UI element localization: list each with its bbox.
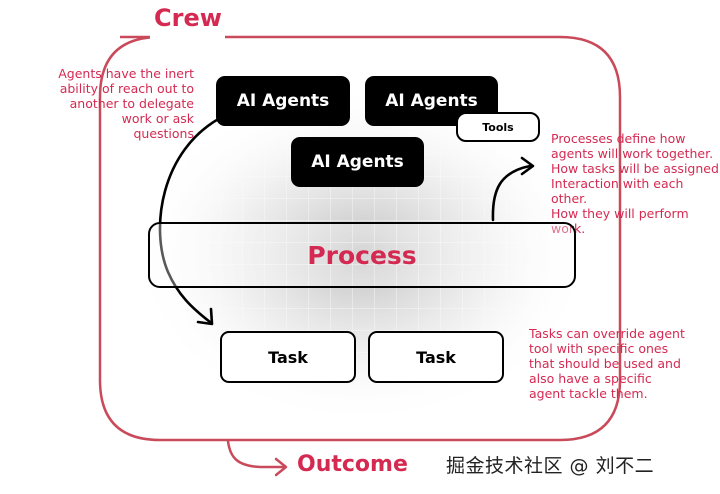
outcome-arrow	[226, 439, 286, 469]
crew-title: Crew	[154, 4, 222, 32]
outcome-arrowhead	[274, 457, 288, 477]
task-box-2: Task	[368, 331, 504, 383]
tasks-note: Tasks can override agent tool with speci…	[529, 326, 685, 401]
agents-note: Agents have the inert ability of reach o…	[58, 66, 194, 141]
tools-box: Tools	[456, 112, 540, 142]
outcome-label: Outcome	[297, 452, 408, 477]
ai-agent-box-3: AI Agents	[291, 137, 424, 187]
delegation-arrow	[158, 115, 224, 324]
task-box-1: Task	[220, 331, 356, 383]
delegation-arrowhead	[196, 307, 214, 326]
process-note: Processes define how agents will work to…	[551, 131, 720, 236]
process-box: Process	[148, 222, 576, 288]
process-note-arrowhead	[520, 156, 535, 176]
crew-container-outline	[98, 35, 622, 442]
watermark: 掘金技术社区 @ 刘不二	[446, 455, 655, 477]
process-note-arrow	[491, 164, 532, 222]
ai-agent-box-1: AI Agents	[216, 76, 350, 126]
